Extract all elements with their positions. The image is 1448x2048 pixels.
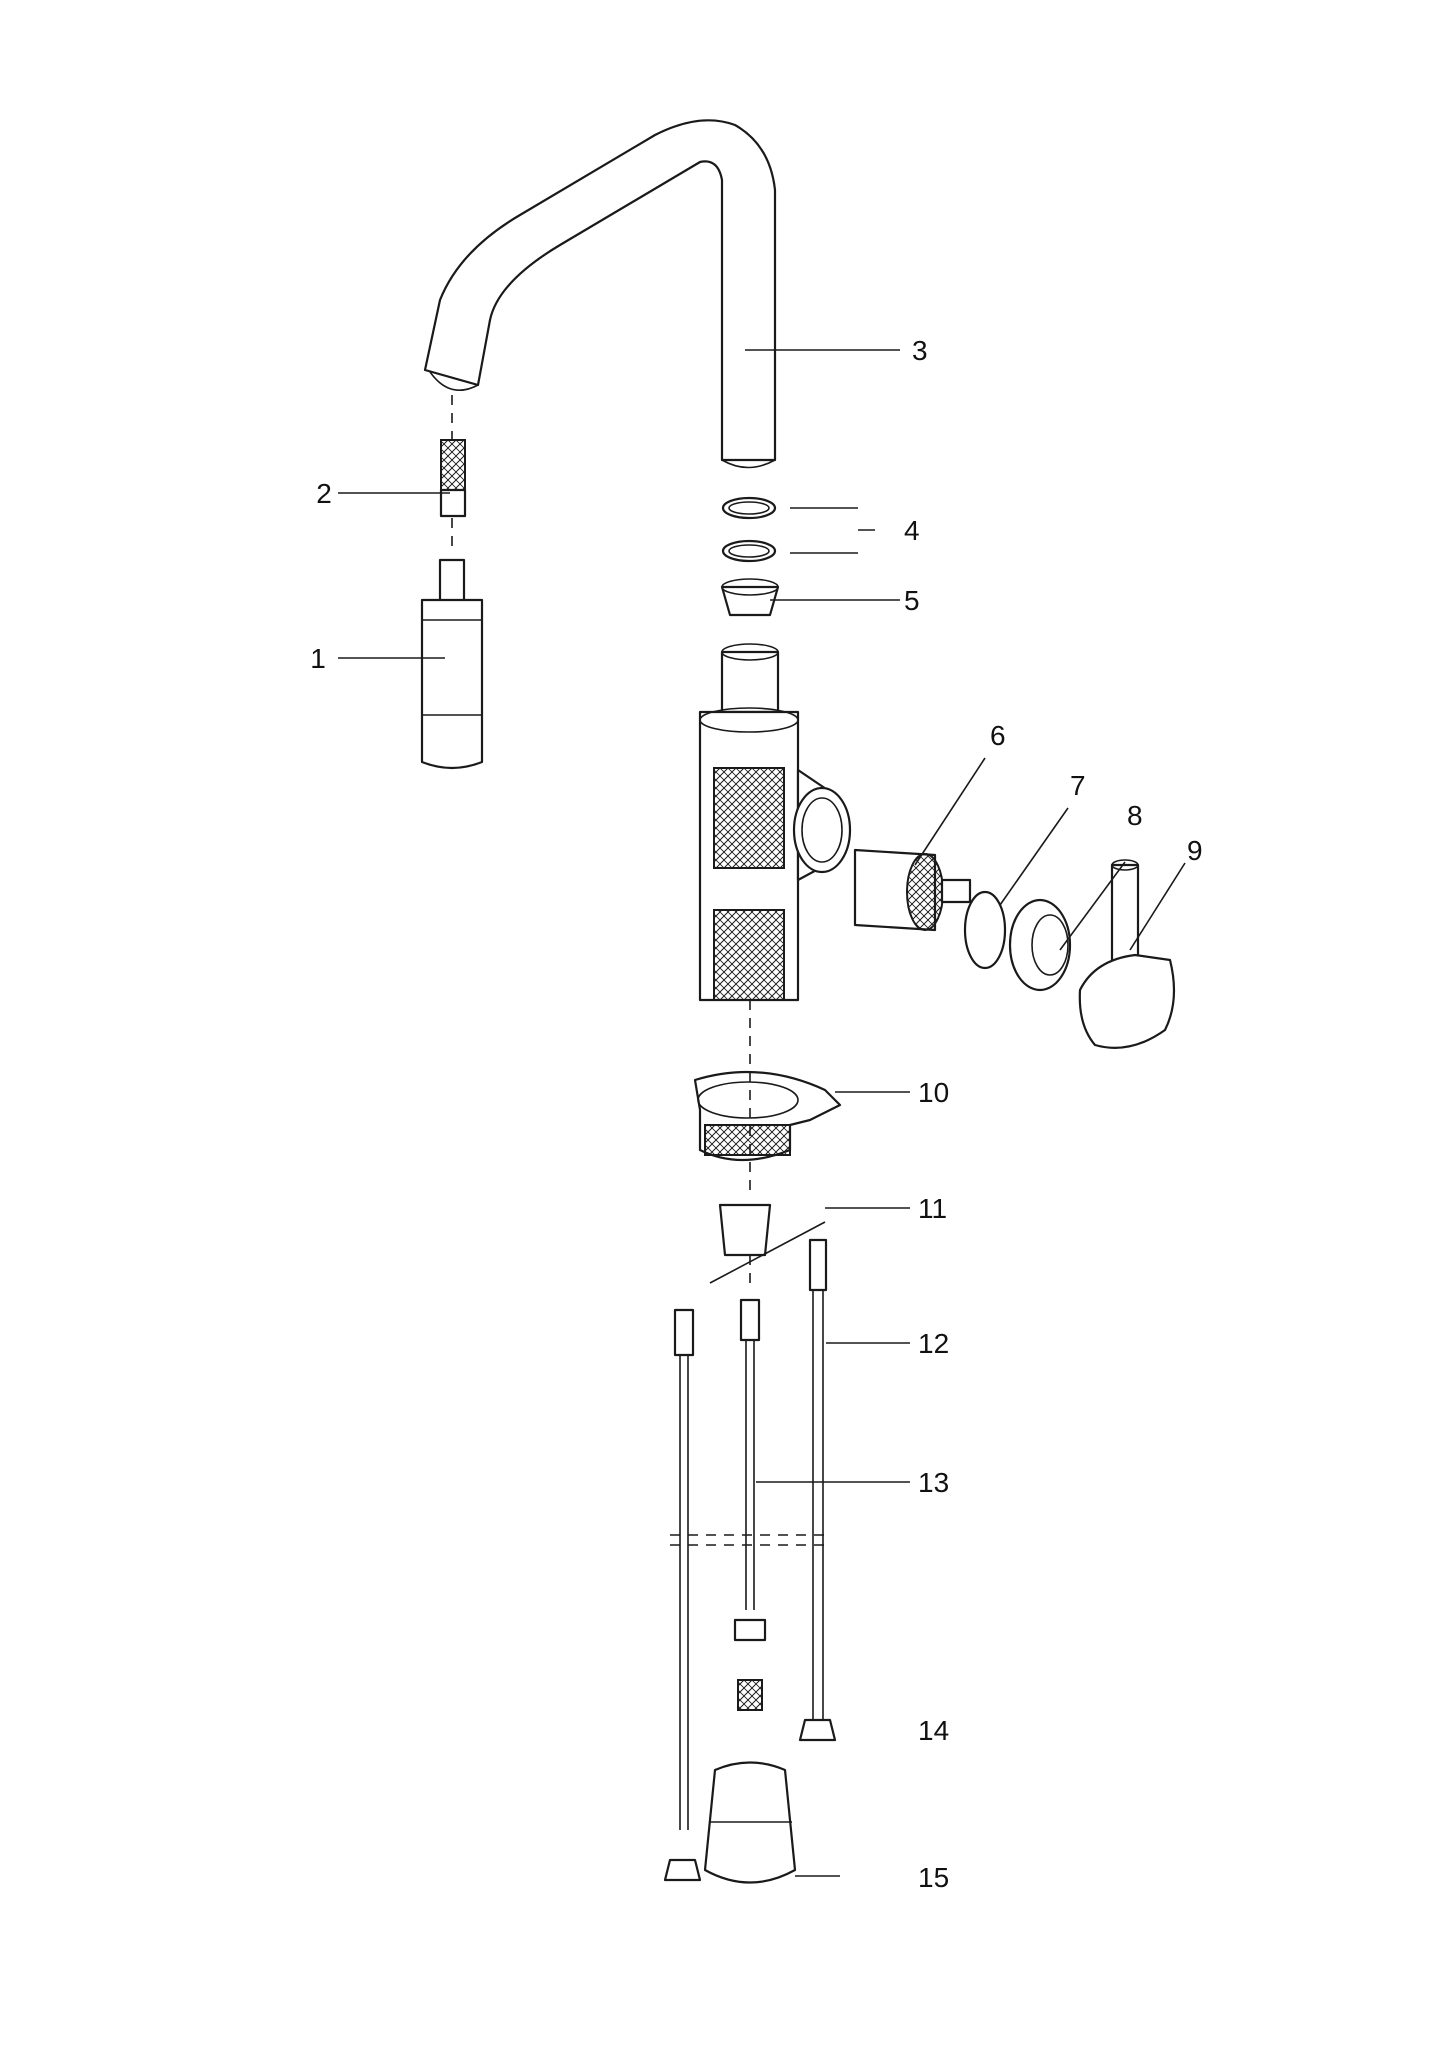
part-4-o-rings [721,496,777,563]
part-11-clip [709,1000,826,1290]
faucet-body [698,643,852,1002]
part-9-handle [1078,859,1176,1049]
callout-8: 8 [1127,800,1143,831]
part-7-disc [963,890,1007,970]
callout-15: 15 [918,1862,949,1893]
callout-6: 6 [990,720,1006,751]
part-3-spout [423,119,777,469]
callout-labels: 1 2 3 4 5 6 7 8 9 10 11 12 13 14 15 [310,335,1202,1893]
part-10-mounting-ring [693,1070,842,1162]
callout-7: 7 [1070,770,1086,801]
callout-14: 14 [918,1715,949,1746]
callout-5: 5 [904,585,920,616]
part-1-spray-head [420,558,484,770]
callout-4: 4 [904,515,920,546]
part-2-aerator [439,395,467,552]
callout-13: 13 [918,1467,949,1498]
callout-10: 10 [918,1077,949,1108]
callout-1: 1 [310,643,326,674]
part-8-ring-nut [1008,898,1072,992]
leader-lines [338,349,1186,1877]
part-6-cartridge [853,848,972,932]
hoses [663,1238,837,1882]
callout-3: 3 [912,335,928,366]
callout-2: 2 [316,478,332,509]
callout-9: 9 [1187,835,1203,866]
part-5-sleeve [720,578,780,617]
part-15-weight [703,1618,797,1884]
callout-11: 11 [918,1193,947,1224]
callout-12: 12 [918,1328,949,1359]
